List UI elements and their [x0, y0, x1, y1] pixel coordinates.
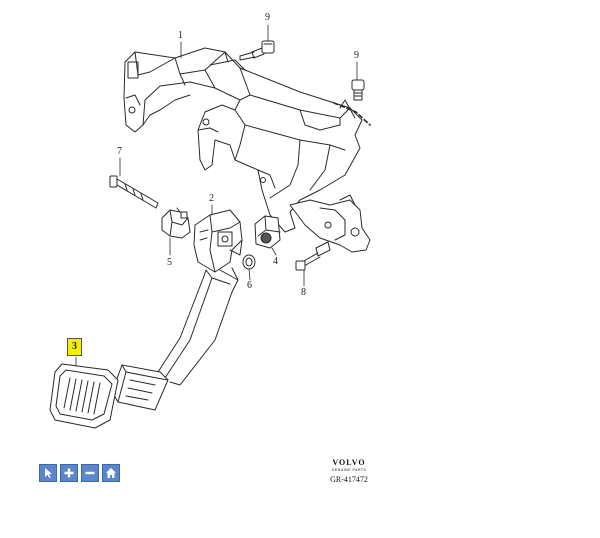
bolt-9-upper [239, 40, 275, 61]
bolt-8 [295, 241, 331, 271]
leader-lines [75, 24, 358, 367]
bolt-7 [109, 175, 159, 209]
pointer-button[interactable] [39, 464, 57, 482]
diagram-reference: GR-417472 [330, 475, 368, 484]
part-5-clip [161, 207, 191, 239]
pedal-rubber-pad [49, 363, 119, 429]
volvo-logo: VOLVO [332, 458, 366, 467]
zoom-in-icon [64, 468, 74, 478]
callout-4: 4 [273, 256, 278, 267]
home-icon [106, 468, 116, 478]
pedal-bracket [123, 47, 371, 253]
callout-2: 2 [209, 193, 214, 204]
pedal-pad-mount [111, 364, 169, 411]
pointer-icon [45, 468, 52, 478]
home-button[interactable] [102, 464, 120, 482]
callout-8: 8 [301, 287, 306, 298]
callout-3-highlighted[interactable]: 3 [67, 338, 82, 356]
genuine-parts-tagline: GENUINE PARTS [331, 468, 367, 472]
callout-9-lower: 9 [354, 50, 359, 61]
pedal-housing [193, 209, 243, 273]
zoom-in-button[interactable] [60, 464, 78, 482]
callout-1: 1 [178, 30, 183, 41]
brand-block: VOLVO GENUINE PARTS GR-417472 [327, 458, 371, 484]
callout-9-upper: 9 [265, 12, 270, 23]
callout-5: 5 [167, 257, 172, 268]
pedal-lever-arm [157, 267, 239, 386]
zoom-out-button[interactable] [81, 464, 99, 482]
part-6-nut [242, 254, 256, 270]
zoom-out-icon [85, 471, 95, 475]
bolt-9-lower [351, 79, 365, 101]
callout-6: 6 [247, 280, 252, 291]
callout-7: 7 [117, 146, 122, 157]
viewer-toolbar [39, 464, 120, 482]
reference-dashed-line [333, 102, 371, 126]
part-4-bushing [254, 215, 281, 249]
